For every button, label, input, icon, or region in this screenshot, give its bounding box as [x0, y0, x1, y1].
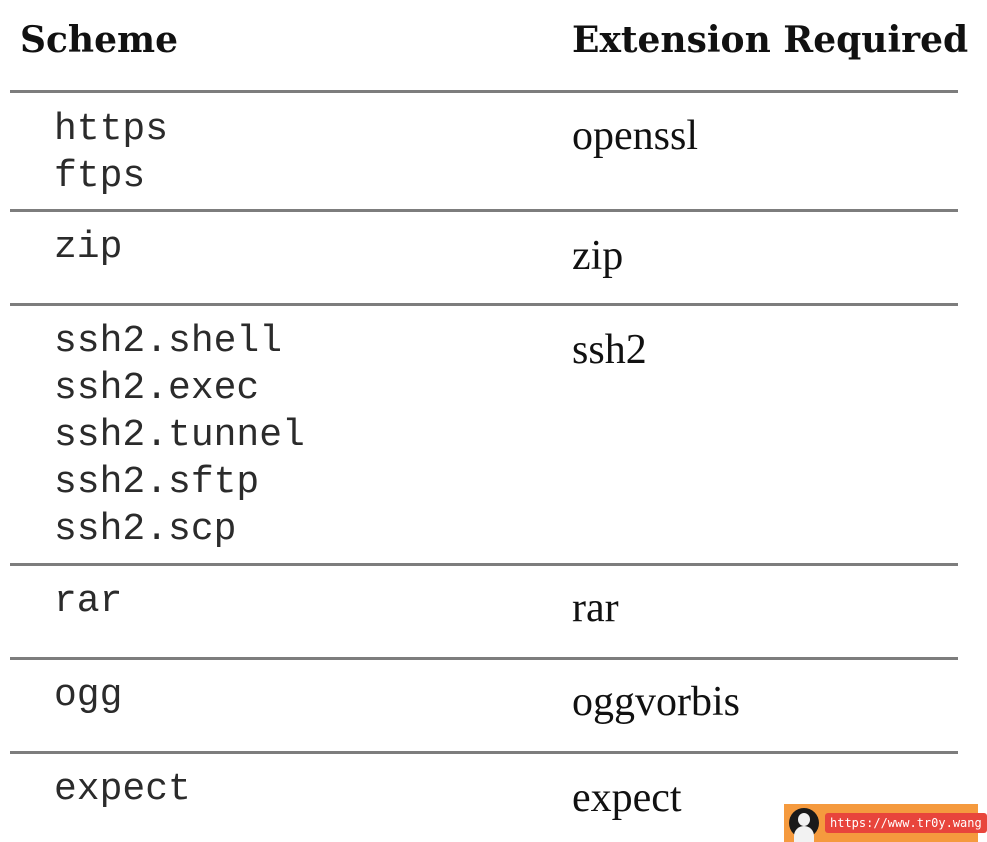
watermark-badge: https://www.tr0y.wang — [784, 804, 987, 842]
scheme-name: ssh2.sftp — [54, 461, 260, 504]
table-rule — [10, 563, 958, 566]
scheme-cell: rar — [54, 578, 122, 625]
scheme-name: ogg — [54, 674, 123, 717]
extension-cell: rar — [572, 585, 619, 631]
scheme-cell: ssh2.shell ssh2.exec ssh2.tunnel ssh2.sf… — [54, 318, 305, 553]
table-rule — [10, 657, 958, 660]
scheme-name: ssh2.shell — [54, 320, 283, 363]
extension-cell: ssh2 — [572, 327, 647, 373]
scheme-name: ftps — [54, 155, 146, 198]
table-header: Scheme Extension Required — [0, 0, 978, 92]
scheme-name: ssh2.scp — [54, 508, 237, 551]
extension-cell: openssl — [572, 113, 698, 159]
header-scheme: Scheme — [20, 19, 178, 61]
table-rule — [10, 209, 958, 212]
scheme-name: rar — [54, 580, 123, 623]
scheme-name: ssh2.tunnel — [54, 414, 305, 457]
scheme-name: ssh2.exec — [54, 367, 260, 410]
scheme-cell: zip — [54, 224, 122, 271]
extension-cell: oggvorbis — [572, 679, 740, 725]
scheme-name: zip — [54, 226, 123, 269]
watermark-url: https://www.tr0y.wang — [825, 813, 987, 833]
table-rule — [10, 303, 958, 306]
scheme-cell: https ftps — [54, 106, 168, 200]
avatar-icon — [789, 808, 819, 842]
scheme-cell: expect — [54, 766, 191, 813]
table-rule — [10, 751, 958, 754]
scheme-name: https — [54, 108, 169, 151]
table-rule — [10, 90, 958, 93]
extension-cell: zip — [572, 233, 624, 279]
header-extension-required: Extension Required — [572, 19, 969, 61]
scheme-name: expect — [54, 768, 191, 811]
scheme-cell: ogg — [54, 672, 122, 719]
extension-cell: expect — [572, 775, 682, 821]
